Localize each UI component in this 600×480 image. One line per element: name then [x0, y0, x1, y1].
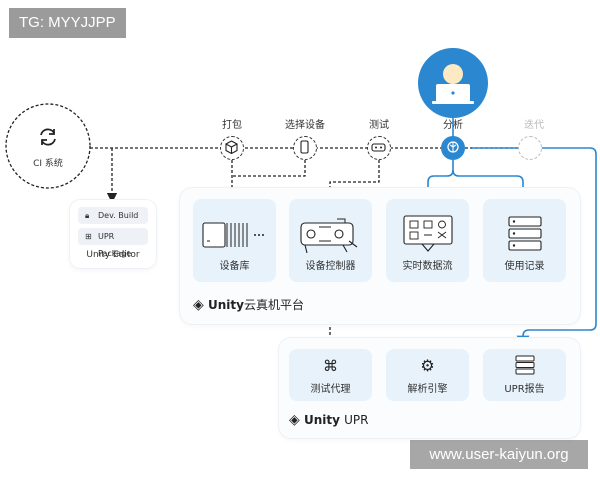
command-icon: ⌘	[323, 357, 338, 375]
card-usage-records-label: 使用记录	[504, 261, 545, 272]
card-test-agent[interactable]: ⌘ 测试代理	[289, 349, 372, 401]
unity-logo-icon: ◈	[193, 297, 204, 313]
editor-item-dev-build: 🔒︎ Dev. Build	[78, 207, 148, 224]
step-label-select-device: 选择设备	[285, 120, 325, 131]
card-device-controller[interactable]: 设备控制器	[289, 199, 372, 282]
person-laptop-icon	[432, 64, 474, 104]
card-realtime-data-stream-label: 实时数据流	[402, 261, 453, 272]
blue-line-to-usage	[452, 169, 530, 201]
card-device-library[interactable]: 设备库	[193, 199, 276, 282]
gear-icon: ⚙	[420, 356, 435, 375]
upr-brand-rest: UPR	[344, 413, 369, 427]
editor-item-upr-package-label: UPR Package	[98, 232, 132, 258]
upr-brand-bold: Unity	[303, 413, 340, 427]
ci-circle	[5, 103, 91, 189]
card-device-controller-label: 设备控制器	[305, 261, 356, 272]
unity-editor-box: 🔒︎ Dev. Build ⊞ UPR Package Unity Editor	[70, 200, 156, 268]
package-icon	[225, 140, 238, 155]
upr-brand: ◈ Unity UPR	[289, 412, 368, 428]
card-test-agent-label: 测试代理	[310, 384, 351, 395]
analyst-avatar	[418, 48, 488, 118]
card-realtime-data-stream[interactable]: 实时数据流	[386, 199, 469, 282]
server-report-icon	[515, 355, 535, 375]
lock-icon: 🔒︎	[85, 211, 90, 220]
step-node-pack[interactable]	[220, 136, 244, 160]
card-upr-report[interactable]: UPR报告	[483, 349, 566, 401]
grid-icon: ⊞	[85, 232, 92, 241]
editor-item-dev-build-label: Dev. Build	[98, 211, 139, 220]
card-parsing-engine-label: 解析引擎	[407, 384, 448, 395]
card-usage-records[interactable]: 使用记录	[483, 199, 566, 282]
unity-logo-icon: ◈	[289, 412, 300, 428]
cloud-brand-bold: Unity	[207, 298, 244, 312]
ci-label: CI 系统	[33, 159, 63, 169]
ci-refresh-icon	[28, 126, 68, 150]
step-label-test: 测试	[369, 120, 389, 131]
device-stack-icon	[202, 222, 264, 248]
cloud-brand-rest: 云真机平台	[243, 298, 304, 312]
brain-icon	[447, 141, 459, 153]
step-label-pack: 打包	[222, 120, 242, 131]
watermark-top: TG: MYYJJPP	[9, 8, 126, 38]
line-select-to-library	[232, 160, 306, 177]
cloud-platform-brand: ◈ Unity云真机平台	[193, 296, 304, 313]
editor-item-upr-package: ⊞ UPR Package	[78, 228, 148, 258]
monitor-icon	[403, 215, 453, 252]
card-parsing-engine[interactable]: ⚙ 解析引擎	[386, 349, 469, 401]
step-label-iterate: 迭代	[524, 120, 544, 131]
card-device-library-label: 设备库	[219, 261, 250, 272]
line-test-to-controller	[324, 160, 380, 203]
step-node-analysis[interactable]	[441, 136, 465, 160]
editor-title: Unity Editor	[86, 250, 140, 260]
blue-line-to-report	[472, 147, 597, 349]
card-upr-report-label: UPR报告	[504, 384, 545, 395]
step-node-iterate[interactable]	[518, 136, 542, 160]
step-node-test[interactable]	[367, 136, 391, 160]
step-label-analysis: 分析	[443, 120, 463, 131]
phone-icon	[300, 140, 309, 154]
server-stack-icon	[508, 216, 542, 251]
step-node-select-device[interactable]	[293, 136, 317, 160]
controller-icon	[300, 218, 358, 254]
gamepad-icon	[371, 143, 386, 152]
watermark-bottom: www.user-kaiyun.org	[410, 440, 588, 469]
